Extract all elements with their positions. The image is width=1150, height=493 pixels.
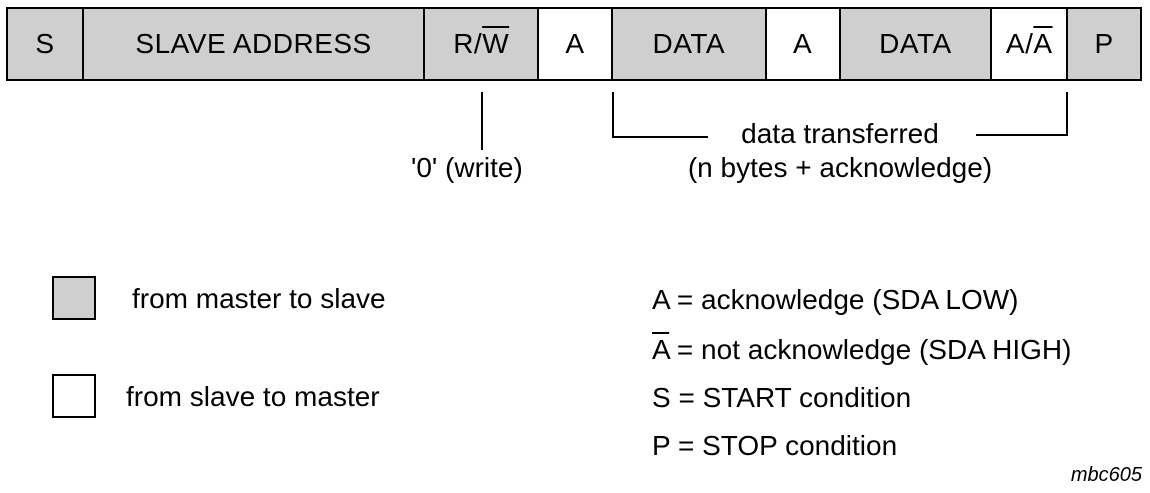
write-annotation: '0' (write) [411,152,523,183]
field-data-2: DATA [840,9,993,79]
legend-swatch-slave [52,374,96,418]
field-ack-nack: A/A [992,9,1069,79]
data-bracket-right [976,92,1068,136]
field-data-2-label: DATA [879,28,952,59]
definition-nack-symbol: A [652,334,670,365]
field-ack-2-label: A [793,28,813,59]
data-bracket-left [612,92,708,138]
field-start-label: S [35,28,55,59]
write-connector-line [481,92,483,150]
definition-nack-text: = not acknowledge (SDA HIGH) [669,334,1072,365]
field-ack-nack-overline: A [1033,28,1053,59]
field-ack-2: A [766,9,841,79]
definition-nack: A = not acknowledge (SDA HIGH) [652,334,1071,366]
field-read-write-overline: W [482,28,510,59]
field-ack-1: A [539,9,613,79]
definition-stop: P = STOP condition [652,430,898,461]
field-data-1-label: DATA [652,28,726,59]
field-ack-1-label: A [565,28,585,59]
definition-ack: A = acknowledge (SDA LOW) [652,284,1019,315]
legend-master-label: from master to slave [132,283,386,314]
definition-start: S = START condition [652,382,912,413]
field-start: S [8,9,84,79]
data-transferred-line1: data transferred [741,118,939,149]
field-ack-nack-prefix: A/ [1005,28,1034,59]
field-stop-label: P [1094,28,1114,59]
legend-slave-label: from slave to master [126,381,380,412]
field-read-write: R/W [425,9,540,79]
figure-code: mbc605 [1070,464,1142,486]
field-data-1: DATA [612,9,767,79]
field-slave-address: SLAVE ADDRESS [83,9,426,79]
data-transferred-line2: (n bytes + acknowledge) [687,152,993,183]
field-stop: P [1068,9,1141,79]
field-read-write-prefix: R/ [453,28,483,59]
i2c-frame-bar: S SLAVE ADDRESS R/W A DATA A DATA A/A P [6,7,1142,81]
field-slave-address-label: SLAVE ADDRESS [135,28,372,59]
legend-swatch-master [52,276,96,320]
